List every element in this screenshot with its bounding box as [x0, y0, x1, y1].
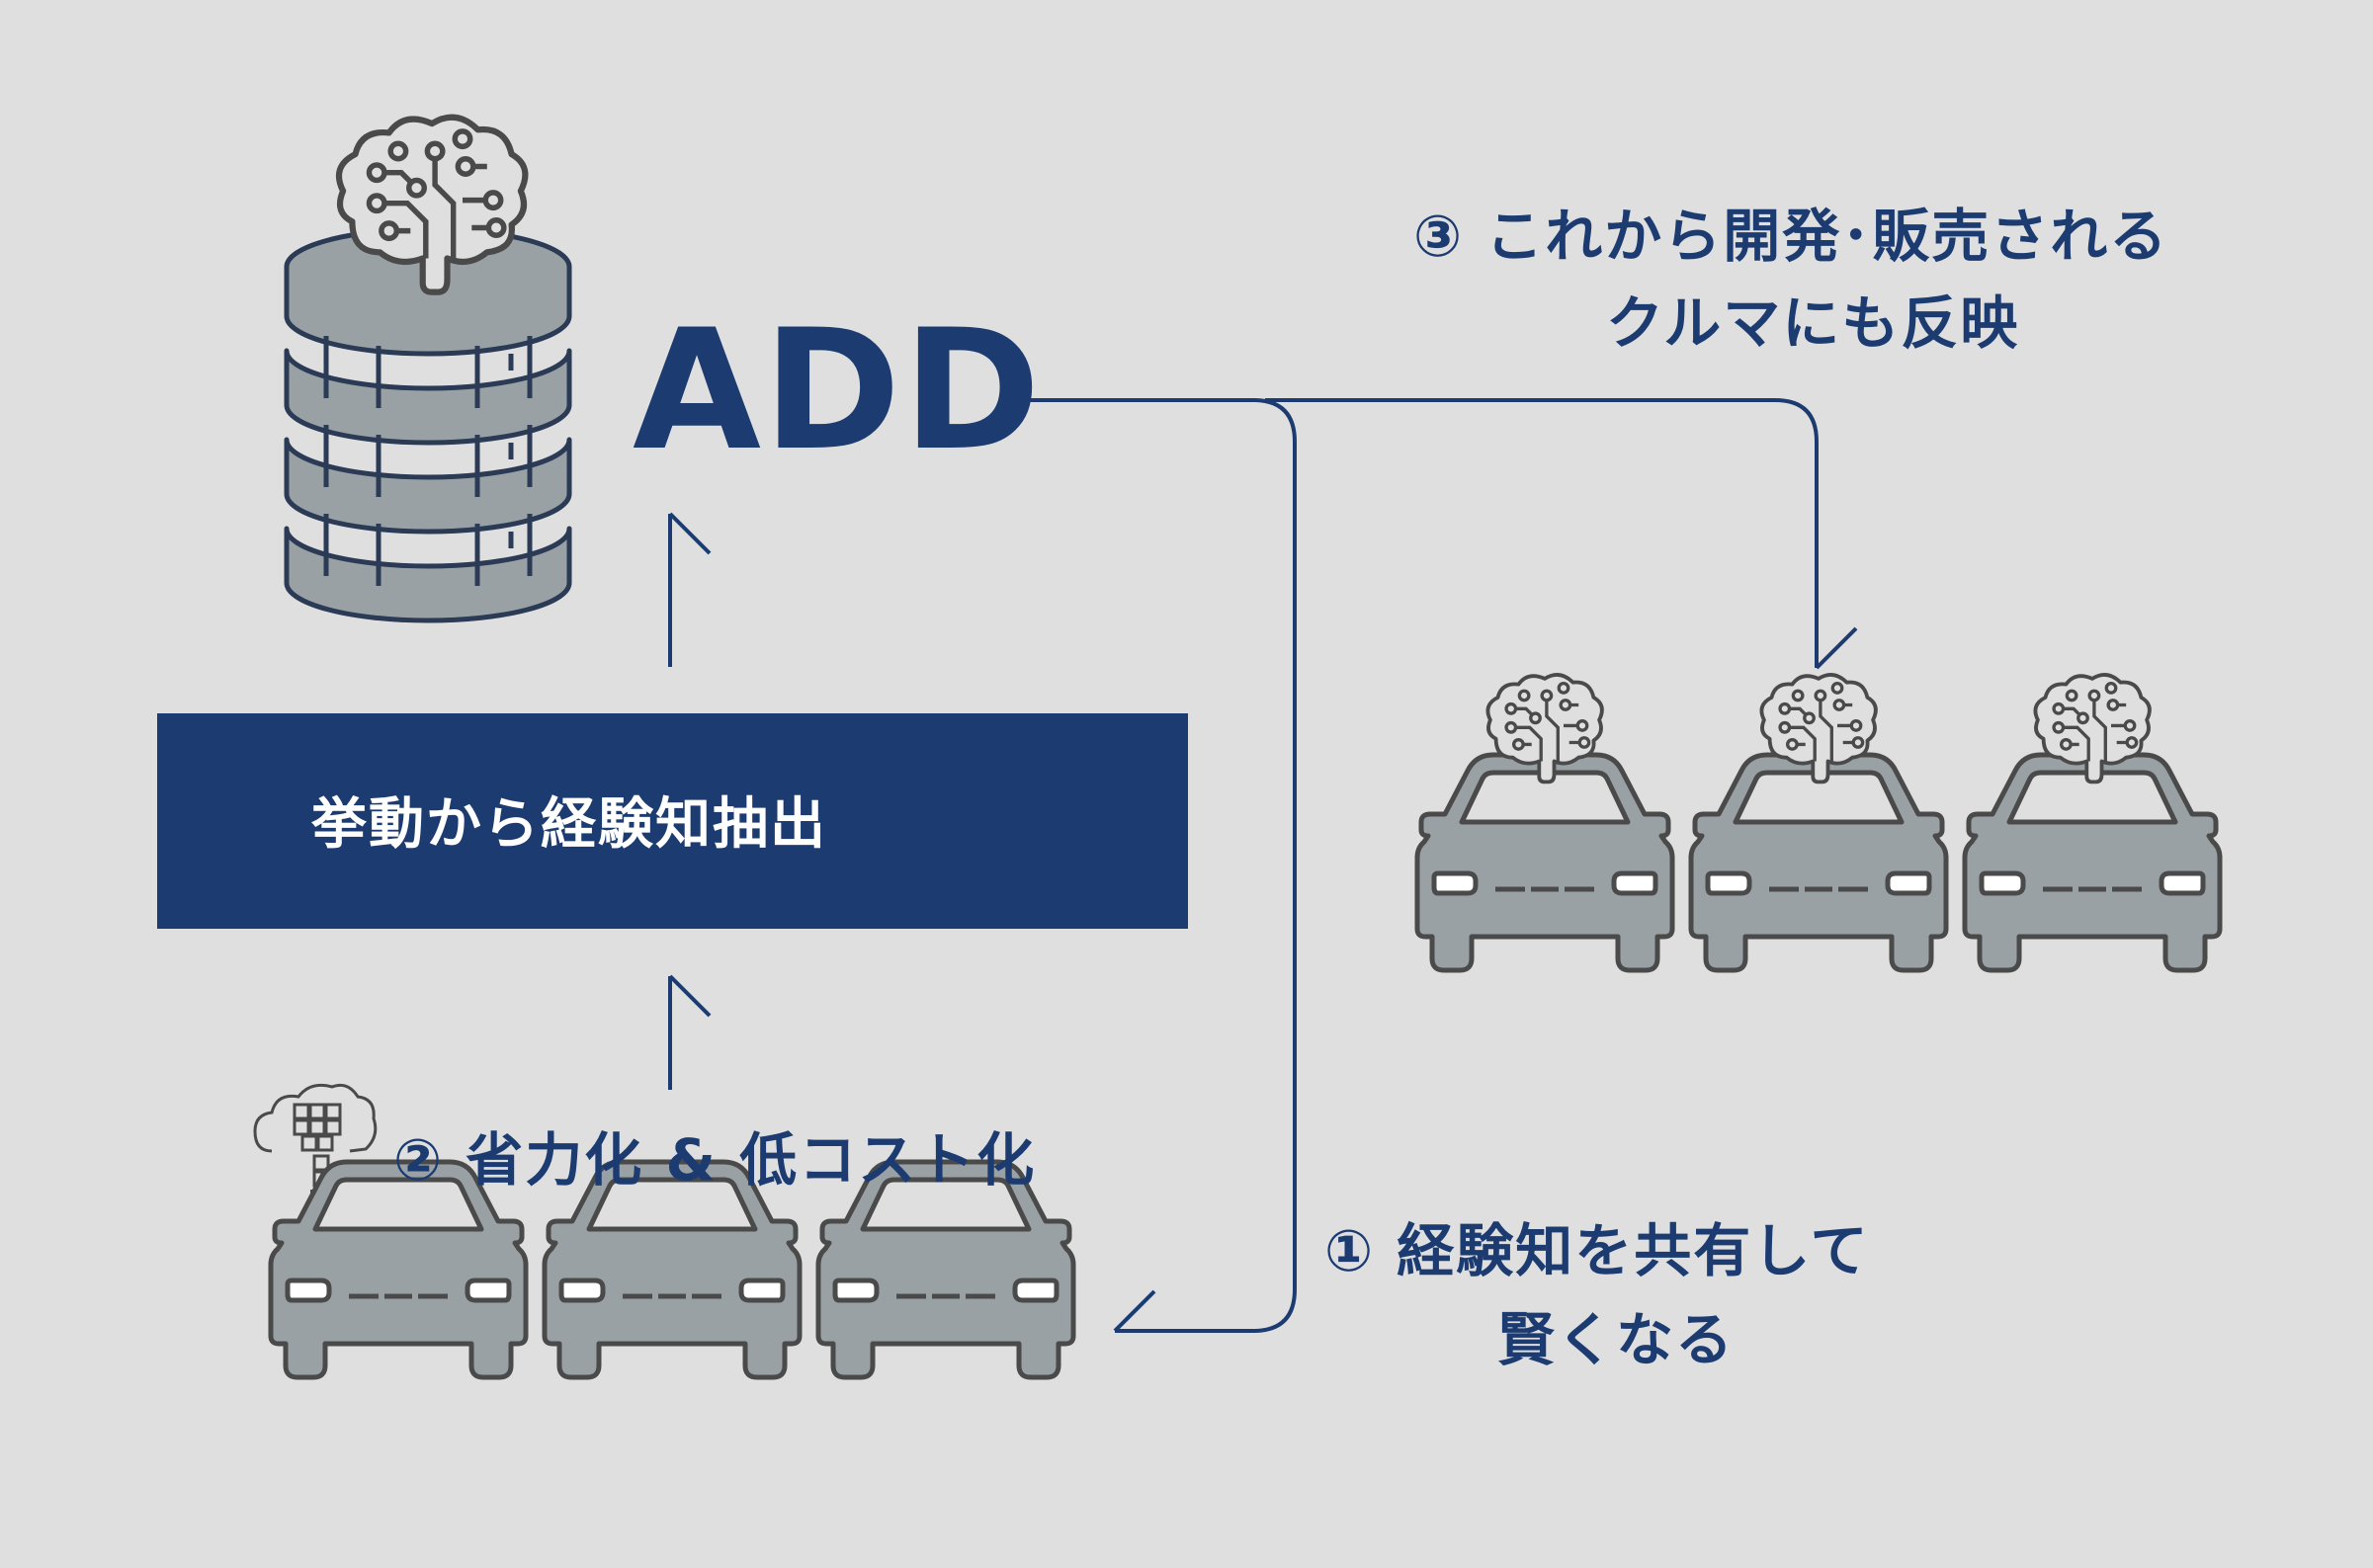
step2-label: ② 省力化 & 低コスト化: [393, 1126, 1037, 1194]
add-title: ADD: [633, 293, 1043, 487]
connector-to-right-cars: [1265, 398, 1858, 670]
banner-label: 挙動から経験知抽出: [311, 792, 827, 857]
step1-line1: ① 経験知を共有して: [1324, 1217, 1870, 1284]
extraction-banner: [157, 713, 1188, 929]
step3-line1: ③ これから開発･販売される: [1413, 203, 2169, 270]
arrow-up-lower: [668, 974, 712, 1090]
connector-to-bottom-cars: [1015, 398, 1297, 1333]
arrow-up-upper: [668, 512, 712, 667]
car-icon: [1417, 755, 1672, 970]
step3-line2: クルマにも反映: [1606, 289, 2020, 357]
car-icon: [1691, 755, 1946, 970]
step1-line2: 賢くなる: [1497, 1306, 1736, 1373]
car-icon: [1965, 755, 2220, 970]
